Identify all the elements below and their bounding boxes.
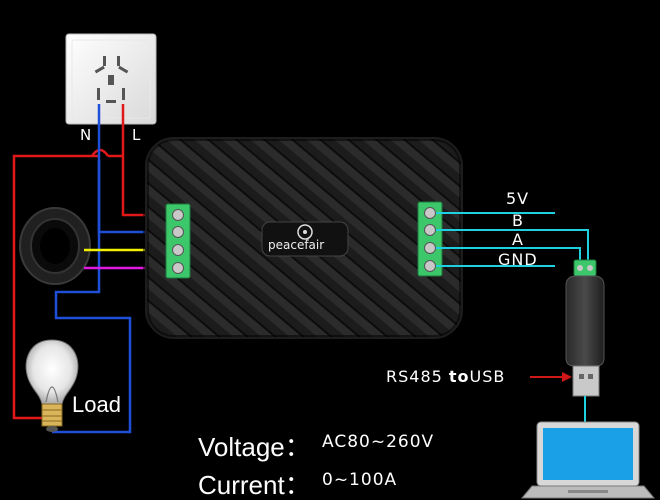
rs485-a-wire (436, 247, 581, 262)
voltage-label: Voltage： (198, 432, 311, 462)
neutral-label: N (80, 126, 92, 144)
meter-body (143, 135, 465, 341)
laptop (520, 421, 656, 499)
brand-logo-icon (297, 224, 313, 240)
current-value: 0~100A (322, 470, 398, 490)
brand-label: peacefair (268, 238, 325, 252)
pin-a-label: A (512, 230, 524, 249)
left-terminal-block (165, 203, 191, 279)
light-bulb-icon (25, 339, 79, 432)
pin-gnd-label: GND (498, 250, 538, 269)
converter-label: RS485 toUSB (386, 367, 505, 386)
wall-socket (65, 33, 157, 125)
converter-label-prefix: RS485 (386, 367, 449, 386)
rs485-b-wire (436, 229, 589, 262)
pin-5v-label: 5V (506, 189, 530, 208)
converter-label-suffix: USB (469, 367, 506, 386)
neutral-wire-to-load (52, 160, 132, 434)
pin-b-label: B (512, 211, 524, 230)
live-label: L (132, 126, 141, 144)
current-transformer-ring (19, 207, 91, 285)
right-terminal-block (417, 201, 443, 277)
voltage-value: AC80~260V (322, 432, 435, 452)
converter-label-to: to (448, 367, 470, 386)
load-label: Load (72, 392, 121, 417)
current-label: Current： (198, 470, 311, 500)
rs485-usb-converter (565, 259, 605, 397)
live-wire-to-load (12, 154, 100, 420)
